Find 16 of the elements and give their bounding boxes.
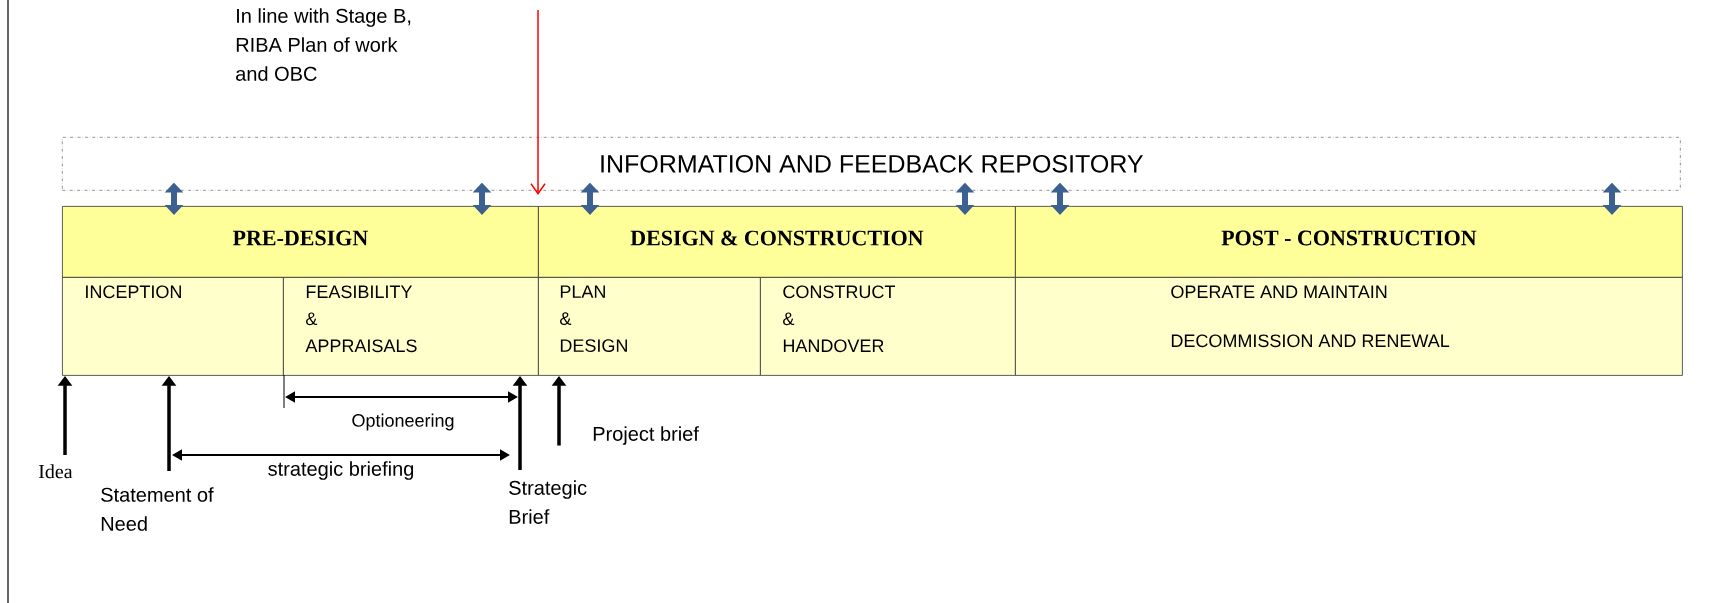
arrow <box>530 9 546 195</box>
dimension-label: Optioneering <box>352 413 454 431</box>
stage-cell: CONSTRUCT & HANDOVER <box>760 277 1016 376</box>
milestone-label: Strategic Brief <box>509 480 587 524</box>
stage-cell: PLAN & DESIGN <box>538 277 761 376</box>
phase-header: PRE-DESIGN <box>62 206 539 278</box>
phase-header: POST - CONSTRUCTION <box>1015 206 1683 278</box>
note-text: In line with Stage B, RIBA Plan of work and OBC <box>236 8 411 81</box>
milestone-label: Idea <box>38 464 73 479</box>
stage-cell: INCEPTION <box>62 277 284 376</box>
phase-header: DESIGN & CONSTRUCTION <box>538 206 1016 278</box>
milestone-label: Statement of Need <box>101 487 214 531</box>
repository-box: INFORMATION AND FEEDBACK REPOSITORY <box>62 137 1681 191</box>
milestone-label: Project brief <box>593 426 699 445</box>
edge-label: strategic briefing <box>266 460 416 481</box>
stage-cell: FEASIBILITY & APPRAISALS <box>283 277 539 376</box>
